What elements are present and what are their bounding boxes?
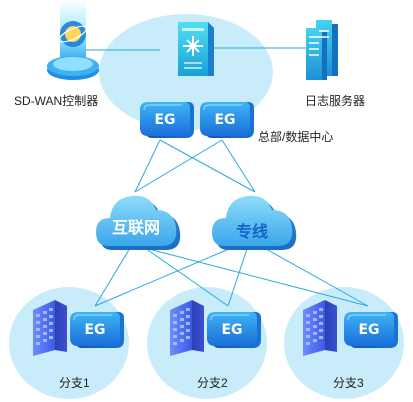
branch-1-label: 分支1 <box>59 376 90 390</box>
sdwan-controller-icon <box>47 0 99 80</box>
hq-eg-1-label: EG <box>154 112 175 128</box>
private-line-cloud-label: 专线 <box>236 222 268 241</box>
branch-2-building-icon <box>170 300 204 356</box>
hq-datacenter-label: 总部/数据中心 <box>258 130 334 144</box>
log-server-icon <box>306 20 338 80</box>
branch-3-building-icon <box>303 300 337 356</box>
log-server-label: 日志服务器 <box>305 94 366 108</box>
internet-cloud-label: 互联网 <box>112 218 160 237</box>
branch-3-label: 分支3 <box>333 376 364 390</box>
branch-1-eg-label: EG <box>84 322 105 338</box>
branch-2-eg-label: EG <box>221 322 242 338</box>
branch-1-building-icon <box>33 300 67 356</box>
internet-cloud-icon <box>96 195 181 250</box>
network-links <box>85 47 369 307</box>
hq-server-icon <box>178 22 214 76</box>
branch-3-eg-label: EG <box>358 322 379 338</box>
sdwan-controller-label: SD-WAN控制器 <box>14 94 99 108</box>
branch-2-label: 分支2 <box>197 376 228 390</box>
hq-eg-2-label: EG <box>214 112 235 128</box>
private-line-cloud-icon <box>212 195 297 250</box>
